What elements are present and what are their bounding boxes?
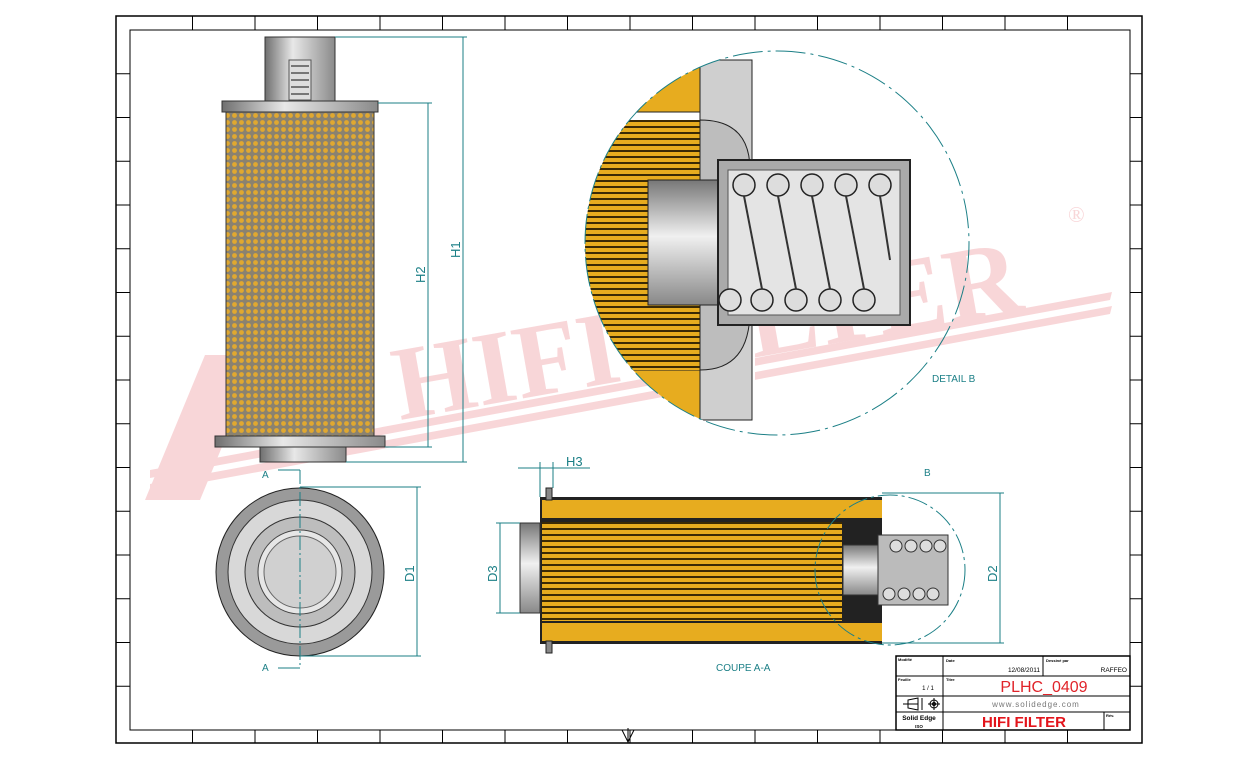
drawing-title: PLHC_0409: [1000, 679, 1087, 696]
dimension-d1: [300, 486, 421, 657]
title-block: Modifié Date 12/08/2011 Dessiné par RAFF…: [895, 655, 1131, 731]
section-view-label: COUPE A-A: [716, 663, 771, 674]
border-zone-ticks: [116, 16, 1142, 743]
dimension-h2-label: H2: [413, 266, 428, 283]
modified-label: Modifié: [898, 657, 913, 662]
detail-b-view: [584, 50, 970, 436]
drawn-by-label: Dessiné par: [1046, 658, 1069, 663]
bottom-view: [215, 469, 385, 669]
svg-text:®: ®: [1068, 202, 1085, 227]
dimension-h1-label: H1: [448, 241, 463, 258]
section-mark-b: B: [924, 468, 931, 479]
elevation-view: [214, 36, 386, 463]
dimension-d1-label: D1: [402, 565, 417, 582]
sheet-value: 1 / 1: [922, 686, 934, 692]
date-label: Date: [946, 658, 955, 663]
sheet-label: Feuille: [898, 677, 911, 682]
sheet-center-marker-icon: [621, 728, 635, 744]
section-view: [519, 487, 966, 654]
title-label: Titre: [946, 677, 955, 682]
projection-symbol-icon: [903, 697, 940, 711]
company-name: HIFI FILTER: [982, 714, 1066, 731]
drawn-by-value: RAFFEO: [1101, 667, 1127, 674]
dimension-d3: [496, 522, 520, 614]
date-value: 12/08/2011: [1008, 667, 1040, 674]
dimension-h3-label: H3: [566, 454, 583, 469]
website-text: www.solidedge.com: [991, 700, 1080, 709]
dimension-h1: [335, 36, 467, 463]
detail-b-label: DETAIL B: [932, 374, 976, 385]
software-name: Solid Edge: [902, 715, 936, 722]
dimension-h2: [378, 102, 432, 448]
dimension-h3: [518, 462, 590, 497]
section-mark-a-bottom: A: [262, 663, 269, 674]
revision-label: Rév.: [1106, 713, 1114, 718]
dimension-d2-label: D2: [985, 565, 1000, 582]
dimension-d3-label: D3: [485, 565, 500, 582]
section-mark-a-top: A: [262, 470, 269, 481]
software-sub: ISO: [915, 724, 923, 729]
dimension-d2: [882, 492, 1004, 644]
